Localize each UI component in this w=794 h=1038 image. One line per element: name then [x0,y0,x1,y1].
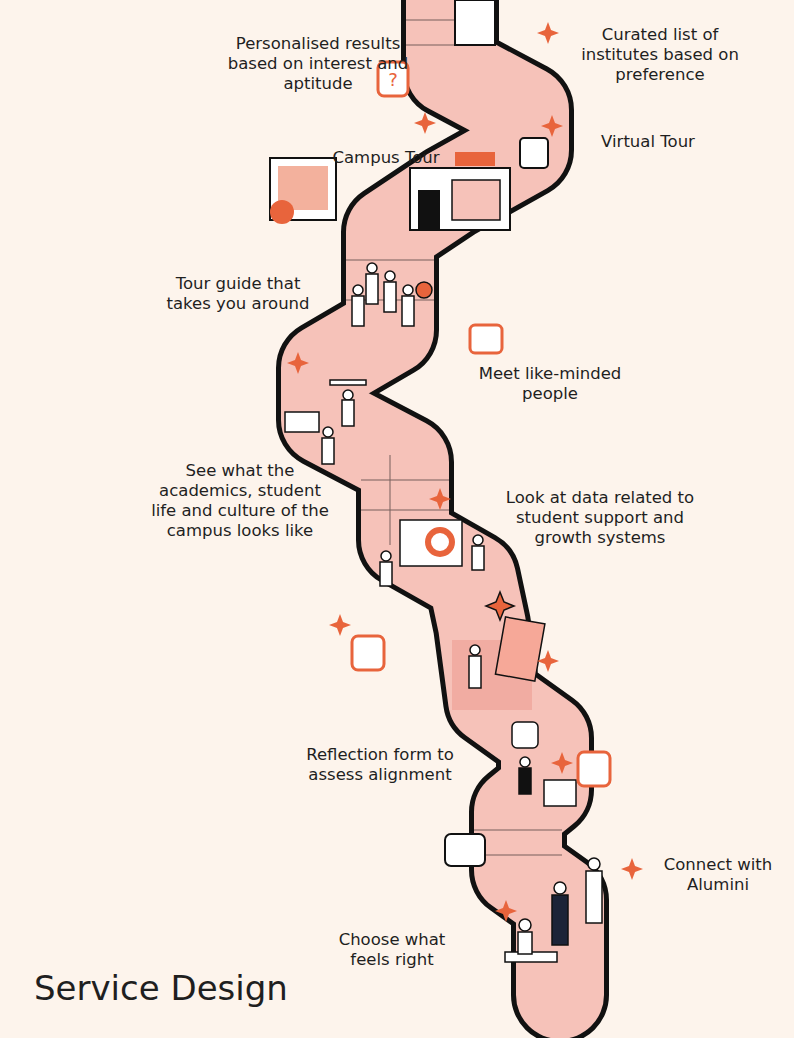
tour-group [352,263,432,326]
mail-icon [470,325,502,353]
person [588,858,600,870]
sparkle [621,858,643,880]
step-label: Reflection form to assess alignment [295,745,465,785]
person [366,274,378,304]
sparkle [495,900,517,922]
grid-line [346,260,434,261]
person [384,282,396,312]
star-cluster [486,592,514,620]
person [469,656,481,688]
reflection-scene [512,722,610,806]
sparkle [541,115,563,137]
sparkle [537,22,559,44]
step-label: Choose what feels right [317,930,467,970]
building-door [418,190,440,230]
chat-icon [445,834,485,866]
grid-line [474,830,562,831]
sparkle [329,614,351,636]
walkway-grid [346,20,562,855]
data-board [400,520,462,566]
person [520,757,530,767]
icon-badge [578,752,610,786]
step-label: Connect with Alumini [653,855,783,895]
grid-line [474,855,562,856]
check-icon [270,200,294,224]
person [552,895,568,945]
person [518,932,532,954]
diagram-title: Service Design [34,968,288,1008]
tour-sign [416,282,432,298]
person [380,562,392,586]
campus-life-scene [285,380,366,464]
sparkle [537,650,559,672]
step-label: Personalised results based on interest a… [223,34,413,94]
desk [285,412,319,432]
sparkle [429,488,451,510]
step-label: See what the academics, student life and… [145,461,335,541]
checklist-board [495,617,544,681]
person [323,427,333,437]
person [473,535,483,545]
person [519,919,531,931]
sparkle [551,752,573,774]
building-window [452,180,500,220]
person [470,645,480,655]
person [343,390,353,400]
step-label: Virtual Tour [588,132,708,152]
alumni-scene [505,858,602,962]
illustrations: ? [270,0,643,962]
pullup-bar [330,380,366,385]
grid-line [361,510,449,511]
building-roof [455,152,495,166]
grid-line [390,455,391,545]
step-label: Curated list of institutes based on pref… [570,25,750,85]
person [322,438,334,464]
checklist-scene [469,592,545,688]
icon-badge [352,636,384,670]
virtual-tour-icon [520,138,548,168]
sparkle [287,352,309,374]
person [381,551,391,561]
person [403,285,413,295]
person [586,871,602,923]
step-label: Look at data related to student support … [495,488,705,548]
person [342,400,354,426]
donut-chart [428,530,452,554]
sparkle [414,112,436,134]
person [353,285,363,295]
book-stack [544,780,576,806]
chat-icon [512,722,538,748]
person [472,546,484,570]
person [385,271,395,281]
person [519,768,531,794]
step-label: Meet like-minded people [465,364,635,404]
person [402,296,414,326]
step-label: Campus Tour [321,148,451,168]
data-board-scene [380,520,484,586]
sparkles [287,22,643,922]
person [352,296,364,326]
step-label: Tour guide that takes you around [153,274,323,314]
person [367,263,377,273]
building-body [410,168,510,230]
person [554,882,566,894]
grid-line [361,480,449,481]
result-sheet [455,0,495,45]
